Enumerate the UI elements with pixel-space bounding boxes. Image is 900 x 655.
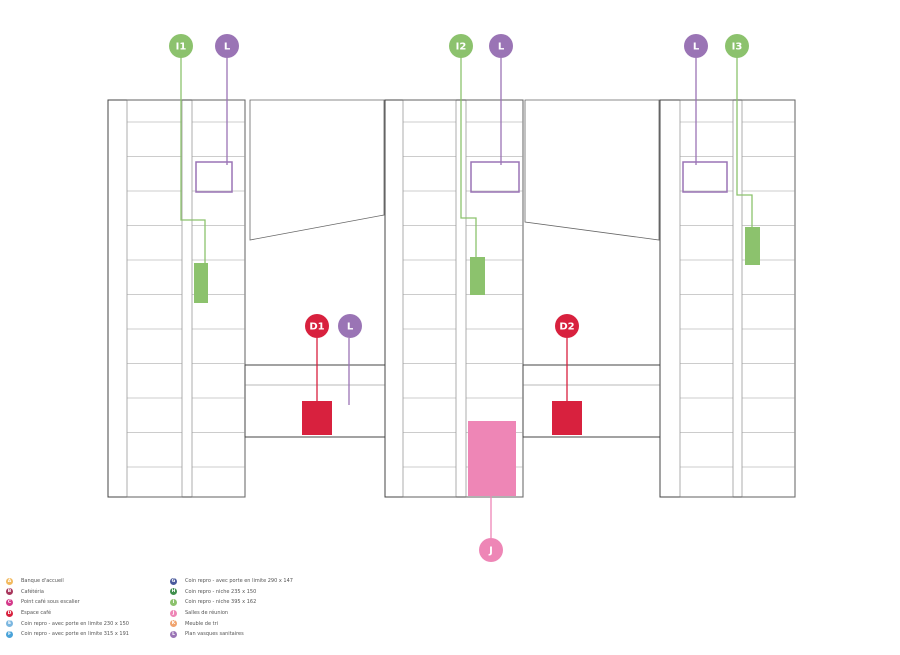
highlight-zones — [194, 161, 760, 496]
legend-item: C Point café sous escalier — [6, 597, 129, 608]
legend-item: A Banque d'accueil — [6, 576, 129, 587]
marker-label: L — [224, 42, 231, 53]
marker-circle — [449, 34, 473, 58]
legend-dot: I — [170, 598, 177, 606]
marker-label: L — [693, 42, 700, 53]
marker-label: D2 — [559, 322, 574, 333]
legend-item: D Espace café — [6, 608, 129, 619]
legend-dot: K — [170, 620, 177, 628]
legend-item: B Cafétéria — [6, 587, 129, 598]
legend-dot: H — [170, 588, 177, 596]
marker-circle — [489, 34, 513, 58]
marker-circle — [555, 314, 579, 338]
marker-d1-6: D1 — [305, 314, 329, 338]
marker-circle — [305, 314, 329, 338]
marker-circle — [725, 34, 749, 58]
legend-label: Point café sous escalier — [21, 599, 80, 606]
marker-label: J — [488, 546, 493, 557]
marker-i1-0: I1 — [169, 34, 193, 58]
sanitary-zone-1 — [195, 161, 233, 193]
legend-item: K Meuble de tri — [170, 618, 293, 629]
marker-l-3: L — [489, 34, 513, 58]
marker-circle — [684, 34, 708, 58]
marker-label: L — [498, 42, 505, 53]
legend-label: Coin repro - avec porte en limite 315 x … — [21, 631, 129, 638]
marker-label: I2 — [456, 42, 467, 53]
legend-label: Plan vasques sanitaires — [185, 631, 244, 638]
cafe-zone-1 — [302, 401, 332, 435]
marker-label: I3 — [732, 42, 743, 53]
legend-item: J Salles de réunion — [170, 608, 293, 619]
marker-label: I1 — [176, 42, 187, 53]
legend-dot: A — [6, 577, 13, 585]
marker-i3-5: I3 — [725, 34, 749, 58]
marker-j-9: J — [479, 538, 503, 562]
legend-item: H Coin repro - niche 235 x 150 — [170, 587, 293, 598]
legend-item: F Coin repro - avec porte en limite 315 x… — [6, 629, 129, 640]
legend-label: Espace café — [21, 610, 52, 617]
repro-niche-zone-1 — [194, 263, 208, 303]
legend-dot: D — [6, 609, 13, 617]
legend-label: Coin repro - avec porte en limite 290 x … — [185, 578, 293, 585]
legend-dot: E — [6, 620, 13, 628]
legend-label: Coin repro - avec porte en limite 230 x … — [21, 620, 129, 627]
marker-l-4: L — [684, 34, 708, 58]
leader-lines — [180, 57, 753, 538]
legend-label: Coin repro - niche 235 x 150 — [185, 588, 257, 595]
legend-label: Salles de réunion — [185, 610, 229, 617]
marker-circle — [169, 34, 193, 58]
legend-dot: G — [170, 577, 177, 585]
legend-label: Banque d'accueil — [21, 578, 64, 585]
legend-item: E Coin repro - avec porte en limite 230 x… — [6, 618, 129, 629]
marker-i2-2: I2 — [449, 34, 473, 58]
legend-label: Coin repro - niche 395 x 162 — [185, 599, 257, 606]
legend-label: Meuble de tri — [185, 620, 219, 627]
legend-dot: L — [170, 630, 177, 638]
repro-niche-zone-3 — [745, 227, 760, 265]
marker-circle — [215, 34, 239, 58]
legend-dot: B — [6, 588, 13, 596]
legend-dot: F — [6, 630, 13, 638]
marker-d2-8: D2 — [555, 314, 579, 338]
marker-circle — [479, 538, 503, 562]
legend-dot: J — [170, 609, 177, 617]
cafe-zone-2 — [552, 401, 582, 435]
repro-niche-zone-2 — [470, 257, 485, 295]
marker-label: L — [347, 322, 354, 333]
sanitary-zone-2 — [470, 161, 520, 193]
meeting-room-zone — [468, 421, 516, 496]
sanitary-zone-3 — [682, 161, 728, 193]
legend-label: Cafétéria — [21, 588, 44, 595]
marker-label: D1 — [309, 322, 324, 333]
legend-item: I Coin repro - niche 395 x 162 — [170, 597, 293, 608]
marker-l-7: L — [338, 314, 362, 338]
marker-l-1: L — [215, 34, 239, 58]
building-walls — [107, 99, 796, 498]
marker-circle — [338, 314, 362, 338]
legend-item: L Plan vasques sanitaires — [170, 629, 293, 640]
legend-column-2: G Coin repro - avec porte en limite 290 x… — [170, 576, 293, 640]
legend-item: G Coin repro - avec porte en limite 290 x… — [170, 576, 293, 587]
legend-dot: C — [6, 598, 13, 606]
